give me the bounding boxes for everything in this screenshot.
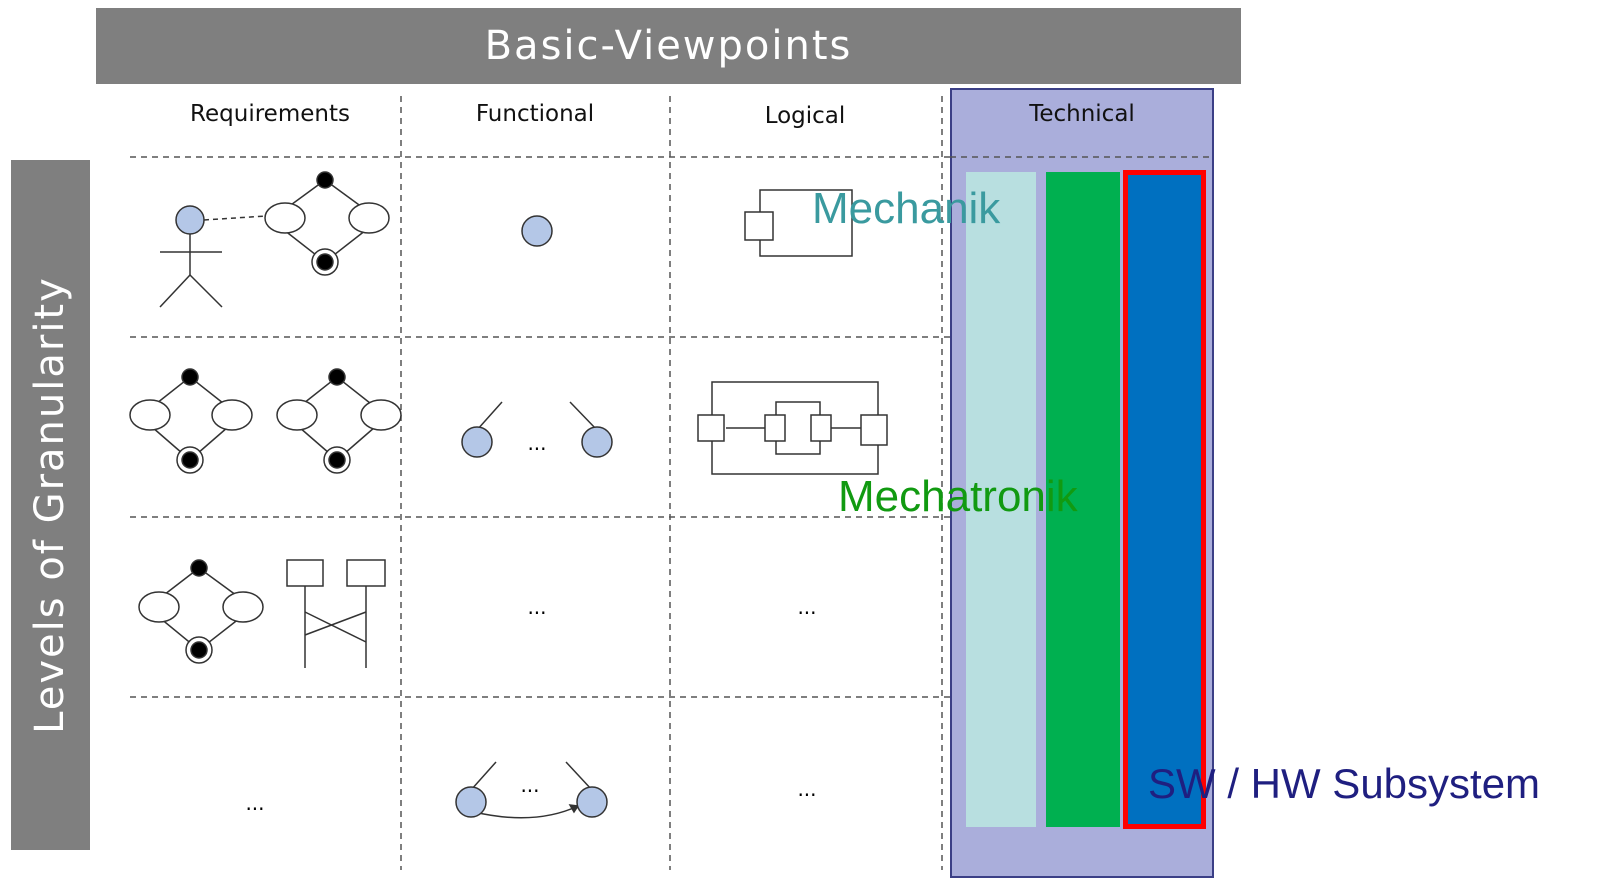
function-flow [455, 761, 608, 819]
actor-leg [189, 274, 223, 308]
start-node [328, 368, 346, 386]
subsystem-label: SW / HW Subsystem [1148, 760, 1541, 807]
activity-and-sequence-diagram [138, 559, 386, 668]
lifeline-head [346, 559, 386, 587]
mechanik-label: Mechanik [812, 184, 1001, 233]
end-node-core [316, 253, 334, 271]
component-box [759, 189, 853, 257]
column-header-requirements: Requirements [190, 101, 350, 127]
port [764, 414, 786, 442]
function-link [569, 401, 598, 431]
function-link [470, 761, 497, 791]
lifeline-head [286, 559, 324, 587]
ellipsis-logical-3: ... [797, 595, 816, 619]
column-header-logical: Logical [764, 103, 846, 129]
ellipsis-requirements-4: ... [245, 791, 264, 815]
function-node [455, 786, 487, 818]
activity-diagram-pair [129, 368, 402, 474]
start-node [181, 368, 199, 386]
ellipsis-logical-4: ... [797, 777, 816, 801]
function-link [565, 761, 593, 791]
end-node-core [328, 451, 346, 469]
start-node [316, 171, 334, 189]
port [744, 211, 774, 241]
nested-logical-component [697, 381, 888, 475]
port [860, 414, 888, 446]
function-node [576, 786, 608, 818]
flow-arrow [473, 805, 579, 819]
action-node [211, 399, 253, 431]
diagram-title: Basic-Viewpoints [484, 23, 853, 69]
action-node [360, 399, 402, 431]
port [810, 414, 832, 442]
end-node-core [181, 451, 199, 469]
actor-use-case-diagram [159, 171, 390, 308]
association-link [203, 215, 267, 221]
mechanik-stripe [966, 172, 1036, 827]
ellipsis-functional-2: ... [527, 431, 546, 455]
granularity-side-bar [11, 160, 90, 850]
end-node-core [190, 641, 208, 659]
actor-leg [159, 274, 191, 308]
column-header-technical: Technical [1029, 101, 1135, 127]
title-bar: Basic-Viewpoints [96, 8, 1241, 84]
port [697, 414, 725, 442]
function-node [581, 426, 613, 458]
start-node [190, 559, 208, 577]
message [304, 611, 367, 643]
ellipsis-functional-4: ... [520, 773, 539, 797]
function-node [461, 426, 493, 458]
subsystem-stripe [1123, 170, 1206, 829]
action-node [276, 399, 318, 431]
function-pair [461, 401, 613, 458]
action-node [129, 399, 171, 431]
actor-head [175, 205, 205, 235]
arrow-head [568, 804, 580, 814]
action-node [348, 202, 390, 234]
action-node [138, 591, 180, 623]
grid-lines [130, 96, 1212, 870]
message [304, 611, 367, 636]
ellipsis-functional-3: ... [527, 595, 546, 619]
mechatronik-stripe [1046, 172, 1120, 827]
logical-component [744, 189, 853, 257]
function-link [476, 401, 503, 431]
mechatronik-label: Mechatronik [838, 472, 1078, 521]
action-node [222, 591, 264, 623]
action-node [264, 202, 306, 234]
column-header-functional: Functional [475, 101, 595, 127]
function-node [521, 215, 553, 247]
